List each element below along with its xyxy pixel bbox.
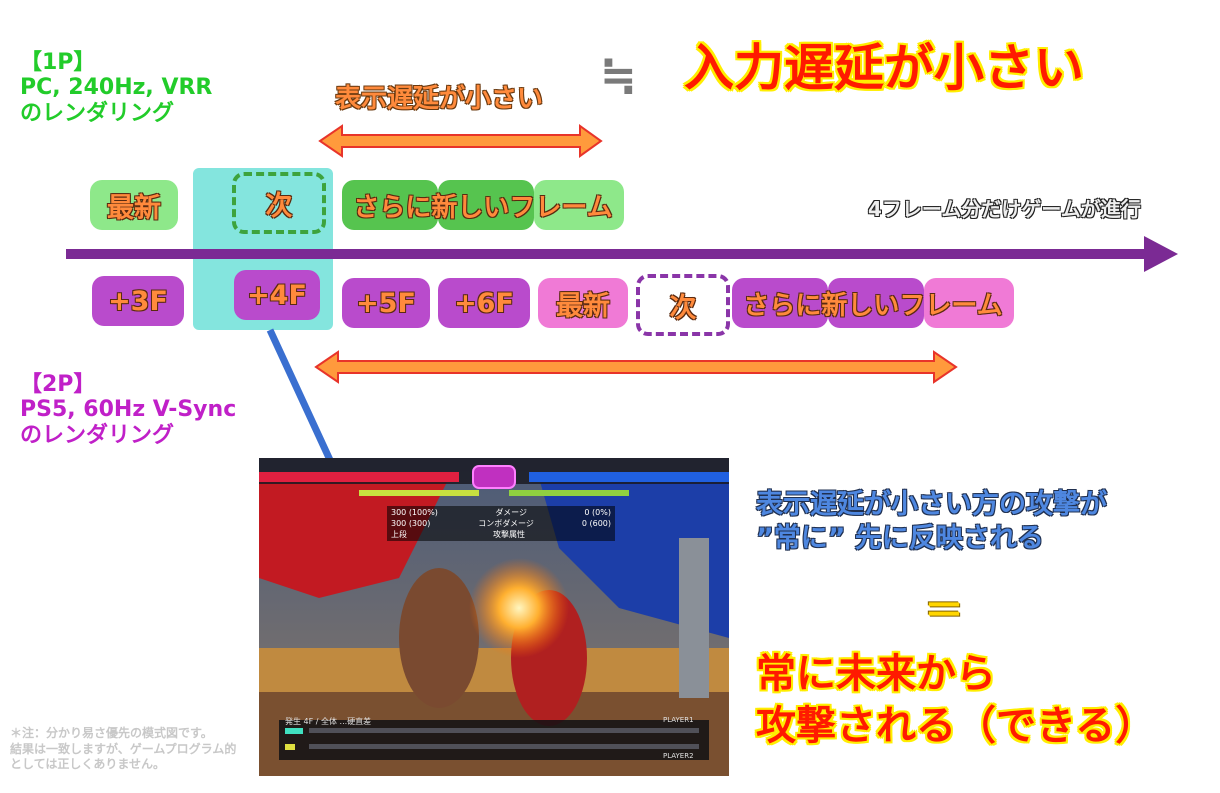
player1-label: 【1P】 PC, 240Hz, VRR のレンダリング <box>20 50 212 126</box>
p2-newer-frame-1 <box>732 278 828 328</box>
training-hud-table: 300 (100%) ダメージ 0 (0%) 300 (300) コンボダメージ… <box>387 506 615 541</box>
player1-tag: 【1P】 <box>20 50 96 75</box>
footnote-line2: 結果は一致しますが、ゲームプログラム的 <box>10 741 237 756</box>
progress-caption: 4フレーム分だけゲームが進行 <box>868 197 1141 221</box>
footnote: ＊注：分かり易さ優先の模式図です。 結果は一致しますが、ゲームプログラム的 とし… <box>10 726 236 773</box>
hud-combo-label: コンボダメージ <box>478 519 534 528</box>
hud-row-attribute: 上段 攻撃属性 <box>391 529 611 540</box>
p2-frame-next: 次 <box>636 274 730 336</box>
explanation-line1: 表示遅延が小さい方の攻撃が <box>756 489 1107 520</box>
game-scene <box>259 458 729 776</box>
p2-frame-latest: 最新 <box>538 278 628 328</box>
game-screenshot: 300 (100%) ダメージ 0 (0%) 300 (300) コンボダメージ… <box>259 458 729 776</box>
p1-newer-frame-3 <box>534 180 624 230</box>
p1-newer-frames-label: さらに新しいフレーム <box>353 192 613 223</box>
hud-row-damage: 300 (100%) ダメージ 0 (0%) <box>391 507 611 518</box>
hud-attr-label: 攻撃属性 <box>493 530 525 539</box>
lower-double-arrow <box>314 350 958 384</box>
hud-damage-right: 0 (0%) <box>584 508 611 517</box>
p1-frame-next: 次 <box>232 172 326 234</box>
p2-frame-next-label: 次 <box>669 292 697 324</box>
player1-spec: PC, 240Hz, VRR <box>20 75 213 101</box>
p2-newer-frame-2 <box>828 278 924 328</box>
hud-combo-left: 300 (300) <box>391 519 431 528</box>
player2-spec: PS5, 60Hz V-Sync <box>20 397 237 423</box>
hud-player1-label: PLAYER1 <box>663 716 694 724</box>
p2-frame-plus3: +3F <box>92 276 184 326</box>
player2-tag: 【2P】 <box>20 372 96 397</box>
display-latency-caption: 表示遅延が小さい <box>335 84 544 114</box>
footnote-line3: としては正しくありません。 <box>10 757 166 772</box>
p1-newer-frame-2 <box>438 180 534 230</box>
p2-newer-frame-3 <box>924 278 1014 328</box>
p2-newer-frames-label: さらに新しいフレーム <box>743 290 1003 321</box>
timeline-arrow <box>66 236 1178 272</box>
upper-double-arrow <box>318 124 603 158</box>
p1-frame-latest: 最新 <box>90 180 178 230</box>
p2-frame-plus5: +5F <box>342 278 430 328</box>
approx-equal-symbol: ≒ <box>600 50 637 101</box>
p1-frame-next-label: 次 <box>265 190 293 222</box>
headline-input-latency: 入力遅延が小さい <box>684 39 1084 97</box>
p1-newer-frames: さらに新しいフレーム <box>342 180 624 230</box>
hud-frame-info: 発生 4F / 全体 ...硬直差 <box>285 717 372 726</box>
p2-newer-frames: さらに新しいフレーム <box>732 278 1014 328</box>
p2-frame-plus4: +4F <box>234 270 320 320</box>
hud-damage-label: ダメージ <box>495 508 527 517</box>
p2-frame-plus6: +6F <box>438 278 530 328</box>
conclusion-line2: 攻撃される（できる） <box>756 703 1156 749</box>
hud-combo-right: 0 (600) <box>581 519 611 528</box>
hud-player2-label: PLAYER2 <box>663 752 694 760</box>
player2-rendering: のレンダリング <box>20 422 175 448</box>
p1-newer-frame-1 <box>342 180 438 230</box>
footnote-line1: ＊注：分かり易さ優先の模式図です。 <box>10 726 213 740</box>
conclusion-block: 常に未来から 攻撃される（できる） <box>756 648 1155 752</box>
player2-label: 【2P】 PS5, 60Hz V-Sync のレンダリング <box>20 372 236 448</box>
conclusion-line1: 常に未来から <box>756 651 996 697</box>
equals-symbol: ＝ <box>924 588 964 634</box>
hud-damage-left: 300 (100%) <box>391 508 438 517</box>
explanation-block: 表示遅延が小さい方の攻撃が ”常に” 先に反映される <box>756 488 1107 556</box>
player1-rendering: のレンダリング <box>20 100 175 126</box>
hud-row-combo: 300 (300) コンボダメージ 0 (600) <box>391 518 611 529</box>
explanation-line2: ”常に” 先に反映される <box>756 522 1044 554</box>
hud-attr-left: 上段 <box>391 530 407 539</box>
